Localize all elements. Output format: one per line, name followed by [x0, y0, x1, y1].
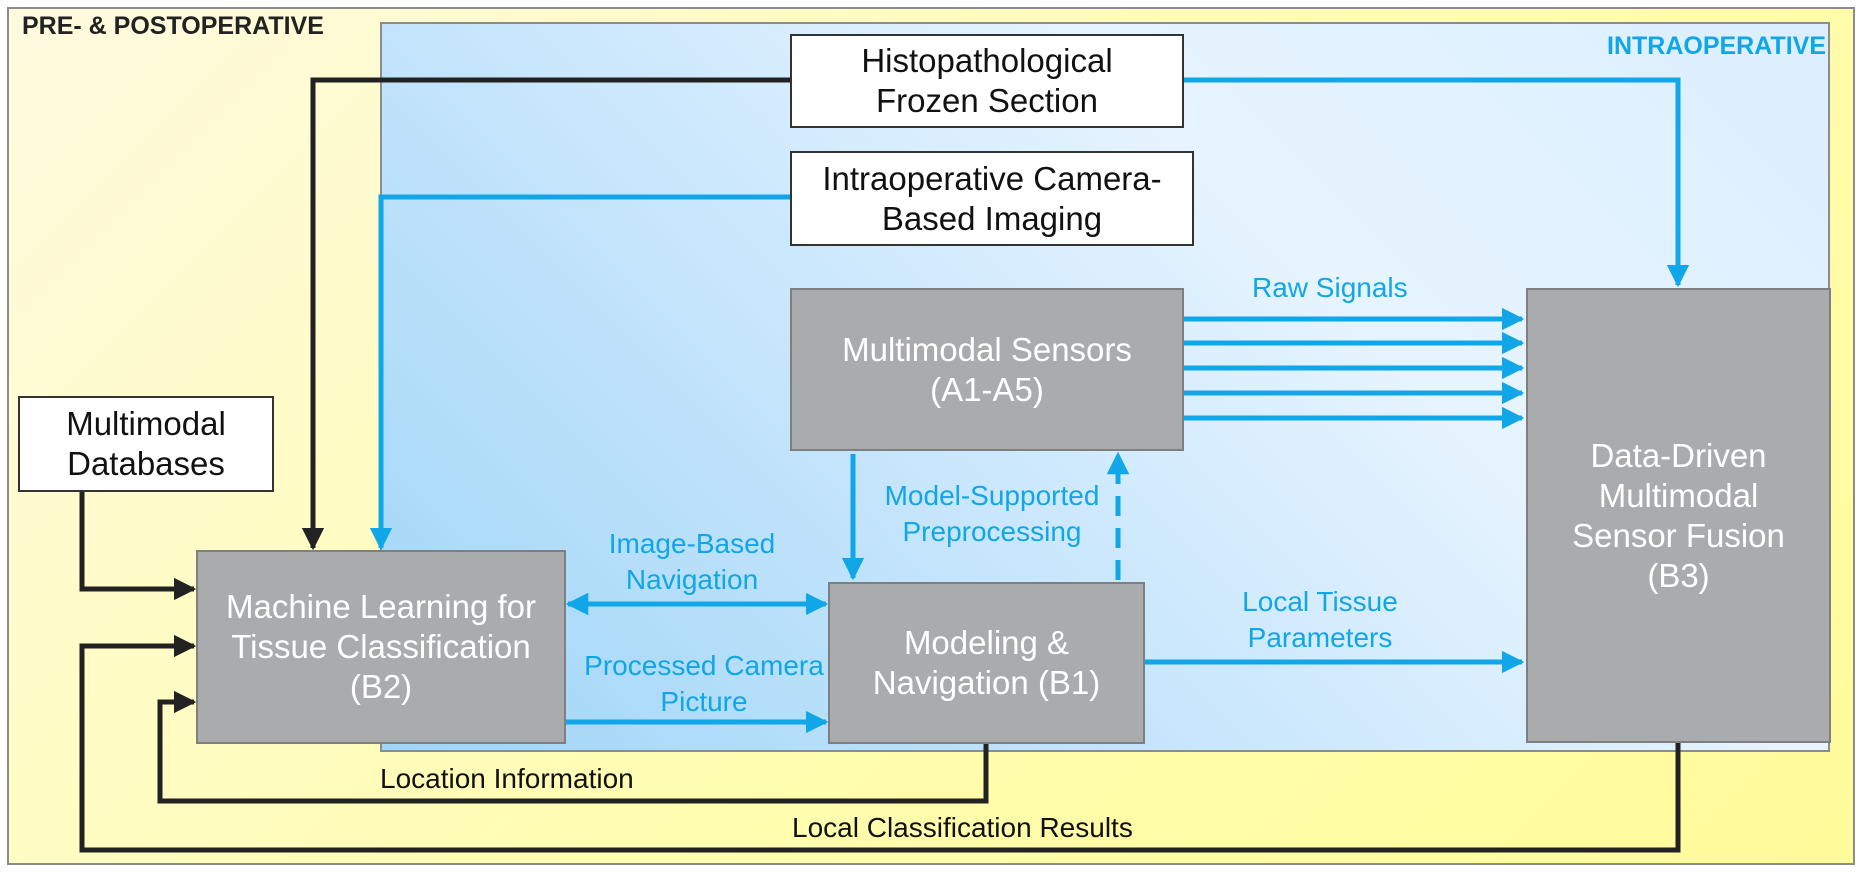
local-tissue-parameters-label: Local Tissue Parameters — [1242, 586, 1398, 653]
sensor-fusion-box: Data-Driven Multimodal Sensor Fusion (B3… — [1526, 288, 1831, 743]
preoperative-label: PRE- & POSTOPERATIVE — [22, 12, 324, 40]
histo-to-ml-arrow — [301, 77, 790, 551]
databases-to-ml-arrow — [79, 492, 197, 601]
intraoperative-camera-box: Intraoperative Camera-Based Imaging — [790, 151, 1194, 246]
multimodal-sensors-box: Multimodal Sensors (A1-A5) — [790, 288, 1184, 451]
image-based-navigation-label: Image-Based Navigation — [608, 528, 776, 595]
histopathological-frozen-section-box: Histopathological Frozen Section — [790, 34, 1184, 128]
histo-to-fusion-arrow — [1184, 77, 1690, 288]
location-information-label: Location Information — [380, 763, 634, 794]
processed-camera-picture-label: Processed Camera Picture — [584, 650, 824, 717]
classification-results-arrow — [79, 634, 1681, 853]
modeling-navigation-box: Modeling & Navigation (B1) — [828, 582, 1145, 744]
model-supported-preprocessing-label: Model-Supported Preprocessing — [884, 480, 1100, 547]
camera-to-ml-arrow — [369, 194, 790, 551]
intraoperative-label: INTRAOPERATIVE — [1607, 32, 1826, 60]
raw-signals-label: Raw Signals — [1252, 272, 1408, 303]
multimodal-databases-box: Multimodal Databases — [18, 396, 274, 492]
machine-learning-box: Machine Learning for Tissue Classificati… — [196, 550, 566, 744]
local-classification-results-label: Local Classification Results — [792, 812, 1133, 843]
location-information-arrow — [157, 690, 989, 804]
